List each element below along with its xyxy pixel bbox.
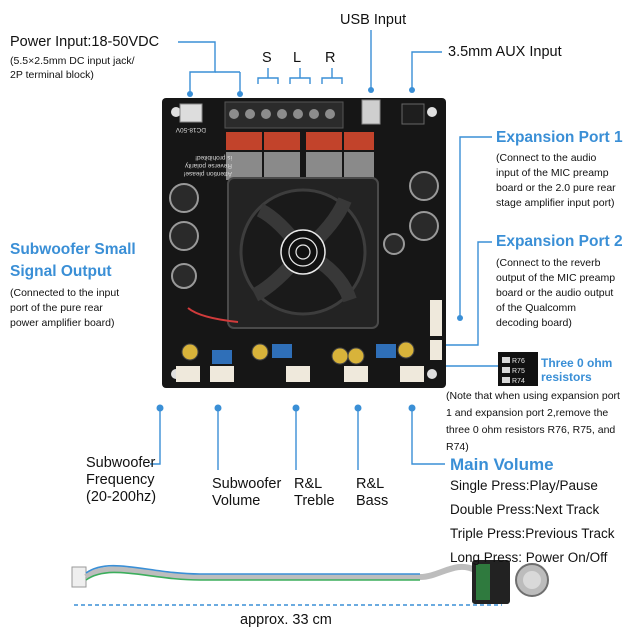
aux-input-title: 3.5mm AUX Input [448,44,562,60]
subwoofer-output-desc-1: (Connected to the input [10,287,120,299]
subwoofer-output-title-2: Signal Output [10,263,112,280]
sub-volume-label-1: Subwoofer [212,476,282,492]
usb-input-title: USB Input [340,12,407,28]
resistor-code-r76: R76 [512,358,525,365]
terminal-label-l: L [293,50,302,66]
main-volume-title: Main Volume [450,455,554,474]
expansion-port-1-title: Expansion Port 1 [496,129,623,146]
expansion-port-1-desc-1: (Connect to the audio [496,152,597,164]
main-volume-line-2: Double Press:Next Track [450,502,600,517]
resistors-note-3: three 0 ohm resistors R76, R75, and [446,424,616,436]
leader-lines [74,30,502,606]
sub-volume-label-2: Volume [212,493,261,509]
main-volume-line-1: Single Press:Play/Pause [450,478,598,493]
bass-label-2: Bass [356,493,389,509]
resistors-note-1: (Note that when using expansion port [446,390,620,402]
expansion-port-2-desc-2: output of the MIC preamp [496,272,616,284]
main-volume-line-4: Long Press: Power On/Off [450,550,608,565]
cable-length-label: approx. 33 cm [240,612,332,628]
main-volume-line-3: Triple Press:Previous Track [450,526,615,541]
resistors-note-4: R74) [446,441,469,453]
board-warning-line-2: Reverse polarity [184,162,232,169]
board-warning-line-1: Attention please! [183,170,232,177]
sub-frequency-label-2: Frequency [86,472,155,488]
expansion-port-2-desc-5: decoding board) [496,317,572,329]
power-input-desc-1: (5.5×2.5mm DC input jack/ [10,55,135,67]
board-warning-line-3: is prohibited! [195,154,232,161]
expansion-port-2-desc-3: board or the audio output [496,287,614,299]
expansion-port-1-desc-2: input of the MIC preamp [496,167,609,179]
subwoofer-output-title-1: Subwoofer Small [10,241,136,258]
treble-label-2: Treble [294,493,335,509]
board-dc-label: DC18-50V [175,126,206,133]
terminal-label-r: R [325,50,336,66]
resistors-title-2: resistors [541,370,592,384]
expansion-port-2-title: Expansion Port 2 [496,233,623,250]
subwoofer-output-desc-2: port of the pure rear [10,302,103,314]
resistors-title-1: Three 0 ohm [541,356,613,370]
expansion-port-2-desc-1: (Connect to the reverb [496,257,601,269]
resistor-code-r75: R75 [512,368,525,375]
resistor-code-r74: R74 [512,378,525,385]
power-input-title: Power Input:18-50VDC [10,34,160,50]
sub-frequency-label-1: Subwoofer [86,455,156,471]
terminal-label-s: S [262,50,272,66]
expansion-port-1-desc-4: stage amplifier input port) [496,197,615,209]
power-input-desc-2: 2P terminal block) [10,69,94,81]
bass-label-1: R&L [356,476,385,492]
expansion-port-1-desc-3: board or the 2.0 pure rear [496,182,616,194]
treble-label-1: R&L [294,476,323,492]
main-volume-instructions: Single Press:Play/Pause Double Press:Nex… [450,474,615,570]
resistors-note-2: 1 and expansion port 2,remove the [446,407,609,419]
subwoofer-output-desc-3: power amplifier board) [10,317,115,329]
expansion-port-2-desc-4: of the Qualcomm [496,302,576,314]
sub-frequency-label-3: (20-200hz) [86,489,157,505]
